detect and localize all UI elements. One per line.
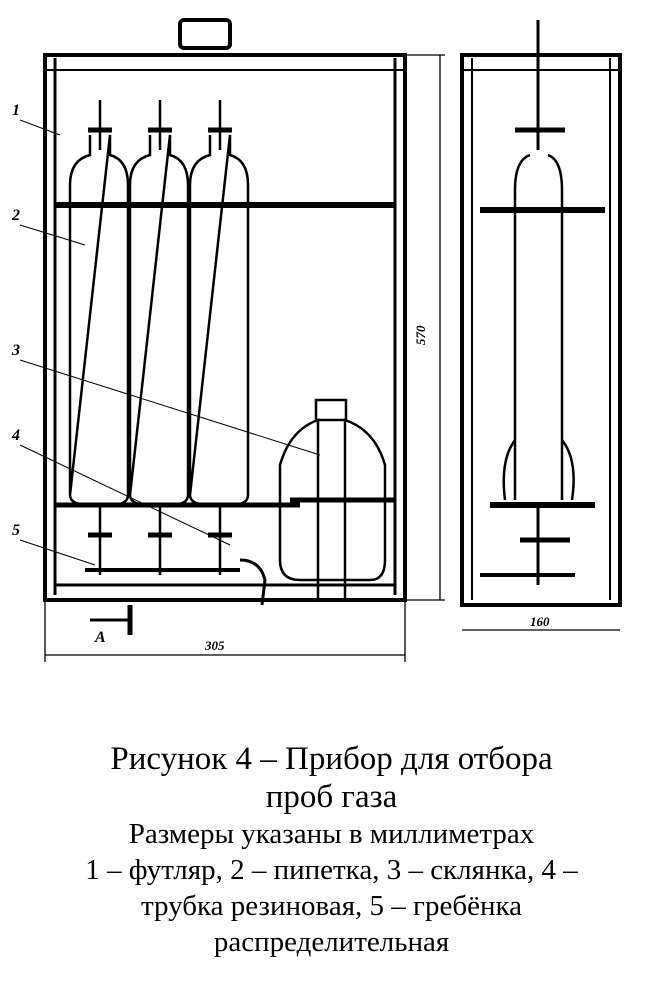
caption-legend-line3: распределительная — [213, 926, 450, 958]
pipettes — [68, 100, 250, 575]
figure-caption: Рисунок 4 – Прибор для отбора проб газа … — [0, 740, 663, 960]
dimension-depth: 160 — [530, 614, 550, 629]
bottle — [278, 418, 387, 600]
case-handle — [178, 18, 232, 50]
callout-3: 3 — [11, 342, 20, 359]
callout-4: 4 — [11, 427, 20, 444]
caption-legend-line2: трубка резиновая, 5 – гребёнка — [141, 890, 522, 922]
dimension-lines — [44, 54, 620, 662]
callout-5: 5 — [12, 522, 20, 539]
caption-title-line1: Рисунок 4 – Прибор для отбора — [110, 741, 553, 777]
callout-1: 1 — [12, 102, 20, 119]
caption-legend-line1: 1 – футляр, 2 – пипетка, 3 – склянка, 4 … — [85, 854, 578, 886]
bottle-neck — [314, 398, 348, 422]
callout-2: 2 — [11, 207, 20, 224]
callout-leaders — [19, 119, 321, 566]
view-label: А — [94, 629, 106, 646]
rubber-tube — [239, 558, 267, 606]
dimension-width: 305 — [204, 638, 225, 653]
dimension-height: 570 — [413, 325, 428, 345]
gas-sampling-device-drawing: 1 2 3 4 5 570 305 160 А — [11, 18, 622, 662]
caption-units-note: Размеры указаны в миллиметрах — [128, 818, 535, 850]
caption-title-line2: проб газа — [265, 779, 398, 815]
case-side-view — [460, 20, 622, 607]
